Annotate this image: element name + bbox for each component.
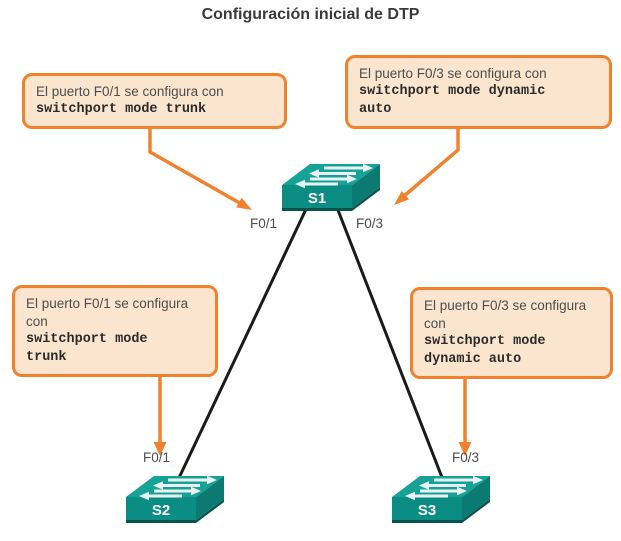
switch-front-face	[282, 185, 352, 208]
link-s1-s3	[334, 204, 445, 481]
port-label-s1-f03: F0/3	[356, 216, 384, 231]
switch-label-s1: S1	[308, 190, 326, 207]
link-s1-s2	[176, 204, 310, 481]
switch-bottom-edge	[282, 208, 352, 211]
switch-bottom-edge	[392, 520, 462, 523]
switch-front-face	[126, 497, 196, 520]
callout-command: switchport mode trunk	[36, 102, 207, 117]
switch-label-s3: S3	[418, 502, 436, 519]
switch-icon-s2: S2	[126, 475, 224, 523]
switch-arrows	[139, 475, 217, 501]
port-label-s3-f03: F0/3	[452, 450, 480, 465]
connector-top-right-arrow	[394, 125, 460, 205]
switch-bottom-edge	[126, 520, 196, 523]
switch-front-face	[392, 497, 462, 520]
connector-bottom-right-arrow	[458, 375, 472, 456]
port-label-s2-f01: F0/1	[143, 450, 171, 465]
callout-text: El puerto F0/1 se configura con	[26, 296, 189, 329]
switch-bottom-edge-side	[196, 499, 224, 523]
switch-bottom-edge-side	[462, 499, 490, 523]
callout-text: El puerto F0/3 se configura con	[359, 66, 547, 81]
switch-arrows	[405, 475, 483, 501]
callout-port-f03-dynamic-bottom: El puerto F0/3 se configura con switchpo…	[410, 287, 613, 379]
switch-label-s2: S2	[152, 502, 170, 519]
port-label-s1-f01: F0/1	[250, 216, 278, 231]
callout-command: switchport mode dynamic auto	[424, 334, 546, 367]
diagram-title: Configuración inicial de DTP	[201, 6, 420, 23]
switch-side-face	[462, 476, 490, 520]
callout-port-f03-dynamic-top: El puerto F0/3 se configura con switchpo…	[345, 55, 612, 129]
switch-side-face	[352, 164, 380, 208]
switch-arrows	[295, 163, 373, 189]
callout-command: switchport mode dynamic auto	[359, 84, 546, 117]
switch-bottom-edge-side	[352, 187, 380, 211]
callout-text: El puerto F0/1 se configura con	[36, 84, 224, 99]
callout-command: switchport mode trunk	[26, 332, 148, 365]
connector-top-left-arrow	[148, 125, 252, 210]
connector-bottom-left-arrow	[153, 375, 167, 456]
callout-port-f01-trunk-top: El puerto F0/1 se configura con switchpo…	[22, 73, 287, 129]
switch-icon-s1: S1	[282, 163, 380, 211]
switch-icon-s3: S3	[392, 475, 490, 523]
callout-text: El puerto F0/3 se configura con	[424, 298, 587, 331]
callout-port-f01-trunk-bottom: El puerto F0/1 se configura con switchpo…	[12, 285, 218, 377]
switch-side-face	[196, 476, 224, 520]
